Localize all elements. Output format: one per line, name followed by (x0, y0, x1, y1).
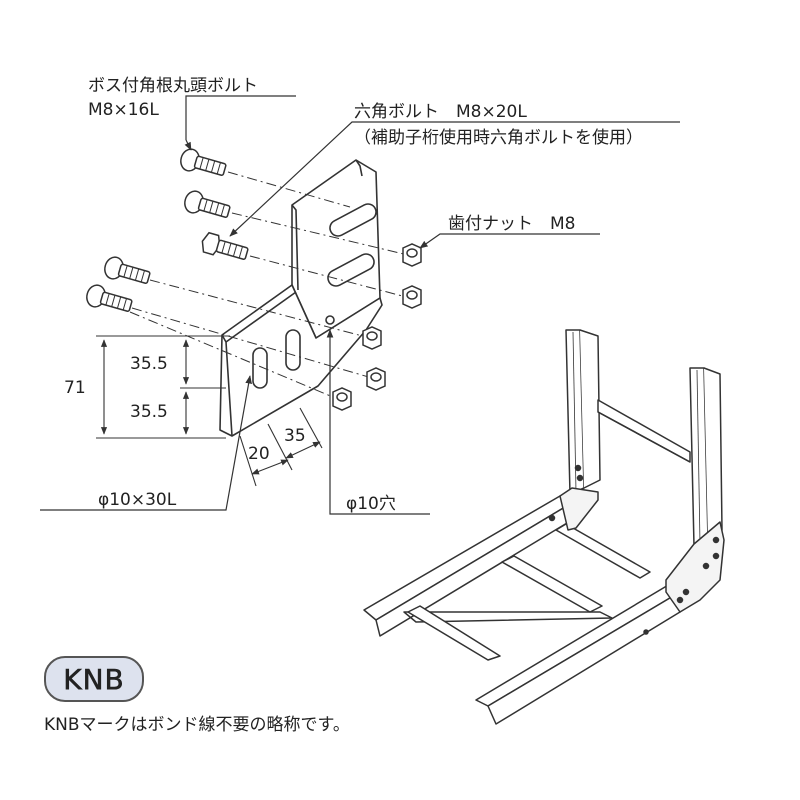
serrated-nut-label: 歯付ナット M8 (448, 214, 576, 234)
serrated-nuts (332, 243, 422, 411)
leader-lines (40, 95, 680, 515)
assembly-centerlines (129, 171, 411, 401)
elbow-bracket-plate (219, 159, 383, 437)
boss-bolt-size-label: M8×16L (88, 100, 159, 120)
dim-upper-pitch: 35.5 (130, 354, 168, 374)
hex-bolt-label: 六角ボルト M8×20L (354, 102, 527, 122)
round-hole-label: φ10穴 (346, 494, 396, 514)
slot-holes (252, 203, 377, 389)
dim-edge-to-slot: 20 (248, 444, 270, 464)
boss-round-head-bolts (86, 148, 249, 312)
dim-slot-to-slot: 35 (284, 426, 306, 446)
dimension-lines (96, 335, 323, 487)
dim-total-height: 71 (64, 378, 86, 398)
cable-ladder-elbow (363, 329, 725, 725)
dim-lower-pitch: 35.5 (130, 402, 168, 422)
knb-description: KNBマークはボンド線不要の略称です。 (44, 715, 350, 735)
hex-bolt-note-label: （補助子桁使用時六角ボルトを使用） (354, 128, 643, 148)
slot-hole-label: φ10×30L (98, 490, 177, 510)
knb-badge: KNB (44, 656, 144, 702)
boss-bolt-name-label: ボス付角根丸頭ボルト (88, 76, 258, 96)
